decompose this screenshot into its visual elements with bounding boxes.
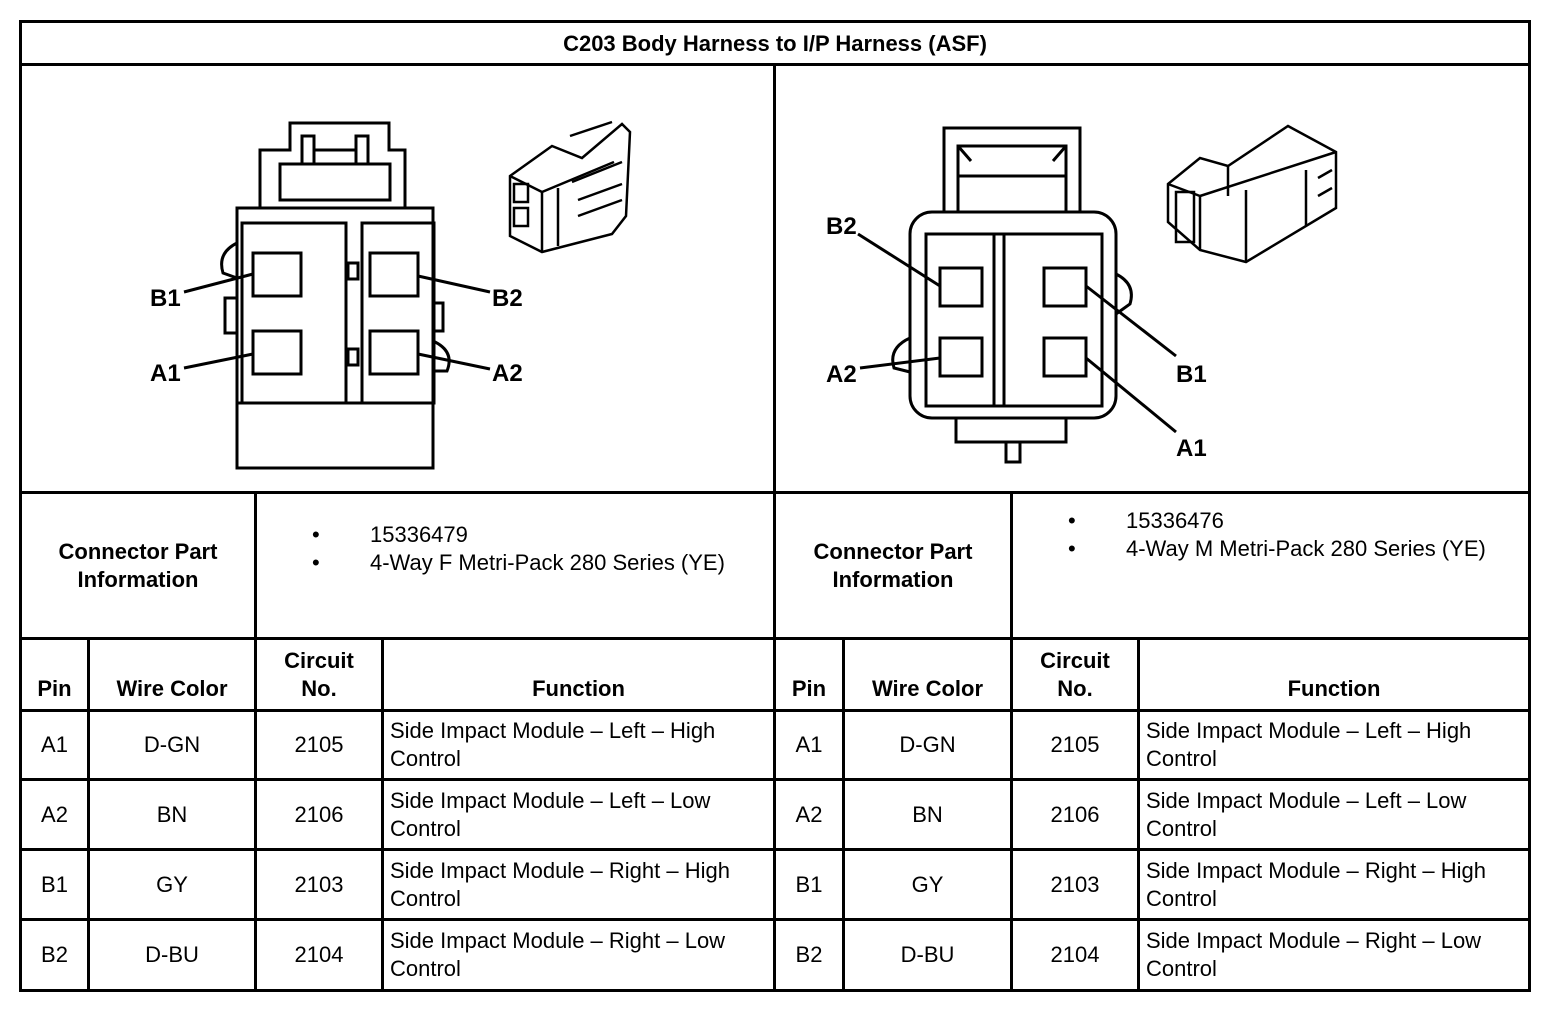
left-row-2-wire-color: BN [156, 801, 188, 827]
left-header-circuit: Circuit No. [284, 648, 354, 701]
left-row-1-function: Side Impact Module – Left – High Control [390, 718, 716, 771]
right-row-2-circuit: 2106 [1050, 801, 1100, 827]
bullet: • [1068, 508, 1076, 533]
right-connector-info: • 15336476 • 4-Way M Metri-Pack 280 Series… [1064, 507, 1504, 563]
right-row-3-wire-color: GY [911, 871, 944, 897]
left-connector-info: • 15336479 • 4-Way F Metri-Pack 280 Series… [308, 521, 770, 577]
left-row-1-wire-color: D-GN [143, 732, 201, 757]
left-header-function: Function [532, 676, 625, 701]
right-row-2-pin: A2 [795, 801, 823, 827]
left-row-1-pin: A1 [41, 732, 68, 757]
right-label-a1: A1 [1176, 435, 1207, 462]
right-row-4-pin: B2 [795, 942, 823, 967]
bullet: • [1068, 536, 1076, 561]
right-row-1-function: Side Impact Module – Left – High Control [1146, 718, 1472, 771]
left-connector-diagram: B1 A1 B2 A2 [150, 120, 632, 470]
left-label-a1: A1 [150, 360, 181, 387]
right-connector-label: Connector Part Information [813, 538, 973, 592]
right-row-3-circuit: 2103 [1050, 871, 1100, 897]
left-row-2-circuit: 2106 [294, 801, 344, 827]
right-header-circuit: Circuit No. [1040, 648, 1110, 701]
rule-left-pin [87, 637, 90, 992]
left-label-a2: A2 [492, 360, 523, 387]
rule-center [773, 63, 776, 992]
left-row-4-wire-color: D-BU [145, 942, 199, 967]
right-part-number: 15336476 [1126, 508, 1224, 533]
left-row-1-circuit: 2105 [294, 732, 344, 757]
rule-right-pin [842, 637, 845, 992]
rule-right-circuit [1010, 491, 1013, 992]
right-row-3-function: Side Impact Module – Right – High Contro… [1146, 857, 1486, 911]
right-header-function: Function [1287, 676, 1381, 701]
right-header-pin: Pin [791, 676, 827, 701]
left-part-description: 4-Way F Metri-Pack 280 Series (YE) [370, 550, 725, 575]
right-part-description: 4-Way M Metri-Pack 280 Series (YE) [1126, 536, 1486, 561]
left-row-4-pin: B2 [41, 942, 68, 967]
rule-left-function [381, 637, 384, 992]
right-row-3-pin: B1 [795, 871, 823, 897]
right-label-a2: A2 [826, 361, 857, 388]
table-title: C203 Body Harness to I/P Harness (ASF) [563, 30, 987, 56]
left-row-3-circuit: 2103 [294, 871, 344, 897]
left-part-number: 15336479 [370, 522, 468, 547]
right-row-2-wire-color: BN [912, 801, 943, 827]
left-connector-label: Connector Part Information [58, 538, 218, 592]
rule-right-function [1137, 637, 1140, 992]
left-row-3-wire-color: GY [156, 871, 188, 897]
right-label-b2: B2 [826, 213, 857, 240]
bullet: • [312, 550, 320, 575]
bullet: • [312, 522, 320, 547]
right-row-2-function: Side Impact Module – Left – Low Control [1146, 787, 1467, 841]
right-row-4-wire-color: D-BU [900, 942, 955, 967]
right-label-b1: B1 [1176, 361, 1207, 388]
left-row-4-circuit: 2104 [294, 942, 344, 967]
left-row-2-function: Side Impact Module – Left – Low Control [390, 787, 711, 841]
right-row-4-function: Side Impact Module – Right – Low Control [1146, 928, 1482, 981]
left-header-pin: Pin [37, 676, 72, 701]
right-row-4-circuit: 2104 [1050, 942, 1100, 967]
left-row-4-function: Side Impact Module – Right – Low Control [390, 928, 726, 981]
rule-left-circuit [254, 491, 257, 992]
right-row-1-circuit: 2105 [1050, 732, 1100, 757]
left-row-3-pin: B1 [41, 871, 68, 897]
right-row-1-wire-color: D-GN [899, 732, 956, 757]
left-label-b2: B2 [492, 285, 523, 312]
right-header-wire-color: Wire Color [871, 676, 984, 701]
left-row-3-function: Side Impact Module – Right – High Contro… [390, 857, 730, 911]
right-connector-diagram: B2 A2 B1 A1 [826, 124, 1338, 464]
right-row-1-pin: A1 [795, 732, 823, 757]
left-row-2-pin: A2 [41, 801, 68, 827]
left-header-wire-color: Wire Color [116, 676, 228, 701]
left-label-b1: B1 [150, 285, 181, 312]
